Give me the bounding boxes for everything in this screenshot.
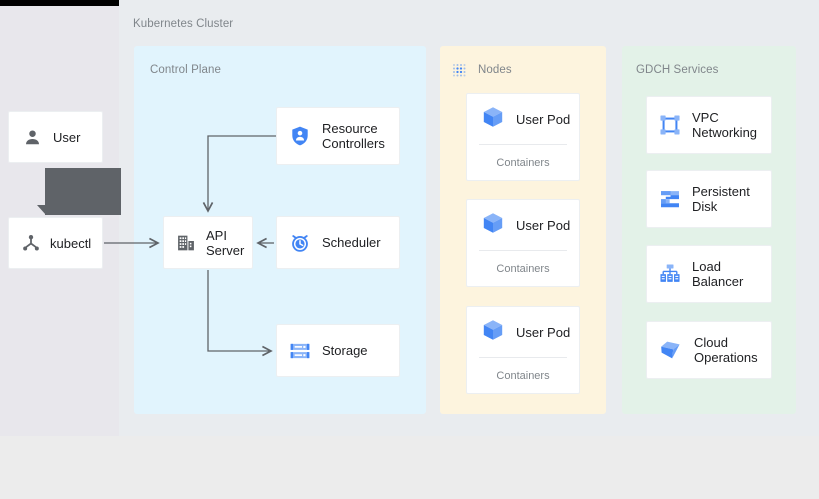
dotted-grid-icon <box>452 63 468 79</box>
card-user-pod[interactable]: User Pod Containers <box>466 306 580 394</box>
cluster-title: Kubernetes Cluster <box>133 18 234 30</box>
user-pod-header: User Pod <box>467 200 579 250</box>
card-api-server[interactable]: API Server <box>163 216 253 269</box>
card-resource-controllers-label: Resource Controllers <box>322 121 385 151</box>
card-user-label: User <box>53 129 81 145</box>
card-scheduler-label: Scheduler <box>322 235 381 250</box>
shield-person-icon <box>289 125 311 147</box>
card-user-pod[interactable]: User Pod Containers <box>466 93 580 181</box>
card-user[interactable]: User <box>8 111 103 163</box>
user-pod-sublabel: Containers <box>496 370 550 382</box>
persistent-disk-icon <box>659 188 681 210</box>
bottom-background-band <box>0 436 819 499</box>
card-kubectl[interactable]: kubectl <box>8 217 103 269</box>
user-pod-label: User Pod <box>516 111 571 127</box>
cube-icon <box>481 105 505 134</box>
divider <box>479 250 567 251</box>
divider <box>479 357 567 358</box>
top-black-bar <box>0 0 119 6</box>
tooltip-pointer <box>37 205 46 215</box>
card-storage-label: Storage <box>322 343 368 358</box>
user-pod-sublabel: Containers <box>496 263 550 275</box>
alarm-clock-icon <box>289 232 311 254</box>
user-pod-sublabel: Containers <box>496 157 550 169</box>
user-pod-label: User Pod <box>516 324 571 340</box>
card-storage[interactable]: Storage <box>276 324 400 377</box>
panel-nodes-title: Nodes <box>478 64 512 76</box>
card-load-balancer[interactable]: Load Balancer <box>646 245 772 303</box>
card-kubectl-label: kubectl <box>50 235 92 251</box>
card-vpc-networking[interactable]: VPC Networking <box>646 96 772 154</box>
user-pod-label: User Pod <box>516 217 571 233</box>
card-scheduler[interactable]: Scheduler <box>276 216 400 269</box>
card-vpc-networking-label: VPC Networking <box>692 110 758 140</box>
panel-gdch-services-title: GDCH Services <box>636 64 719 76</box>
card-load-balancer-label: Load Balancer <box>692 259 744 289</box>
node-hierarchy-icon <box>21 233 41 253</box>
tooltip-popup <box>45 168 121 215</box>
cube-icon <box>481 318 505 347</box>
card-cloud-operations-label: Cloud Operations <box>694 335 758 365</box>
load-balancer-icon <box>659 263 681 285</box>
card-persistent-disk-label: Persistent Disk <box>692 184 750 214</box>
vpc-network-icon <box>659 114 681 136</box>
card-user-pod[interactable]: User Pod Containers <box>466 199 580 287</box>
building-icon <box>176 233 196 253</box>
cube-icon <box>481 211 505 240</box>
user-pod-header: User Pod <box>467 307 579 357</box>
card-api-server-label: API Server <box>206 227 245 258</box>
person-icon <box>23 128 42 147</box>
card-resource-controllers[interactable]: Resource Controllers <box>276 107 400 165</box>
panel-control-plane-title: Control Plane <box>150 64 221 76</box>
user-pod-header: User Pod <box>467 94 579 144</box>
card-persistent-disk[interactable]: Persistent Disk <box>646 170 772 228</box>
divider <box>479 144 567 145</box>
cloud-operations-cube-icon <box>659 338 683 362</box>
server-rack-icon <box>289 340 311 362</box>
card-cloud-operations[interactable]: Cloud Operations <box>646 321 772 379</box>
